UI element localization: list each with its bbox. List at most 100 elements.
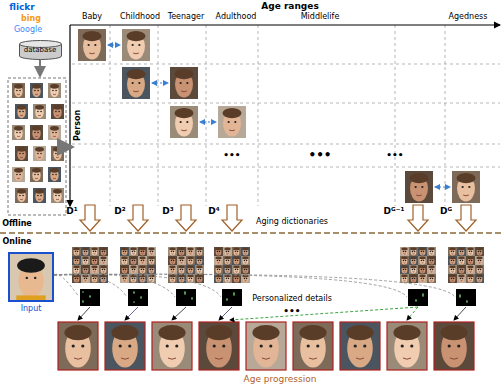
hair <box>14 126 23 131</box>
hair <box>410 275 416 278</box>
face-photo <box>147 265 156 274</box>
face <box>197 257 203 264</box>
face-photo <box>457 274 466 283</box>
dictionary-mosaic <box>214 247 250 283</box>
eye <box>189 251 191 253</box>
eye <box>16 90 18 92</box>
mouth <box>142 253 144 254</box>
face-photo <box>122 29 150 61</box>
hair <box>476 257 482 260</box>
mouth <box>38 157 41 158</box>
detail-dot <box>466 300 467 301</box>
face-photo <box>168 256 177 265</box>
eye <box>471 269 473 271</box>
mouth <box>181 262 183 263</box>
eye <box>55 111 57 113</box>
hair <box>458 248 464 251</box>
face <box>179 266 185 273</box>
label: Offline <box>2 220 32 229</box>
mouth <box>142 280 144 281</box>
mouth <box>413 262 415 263</box>
mouth <box>245 271 247 272</box>
face-photo <box>434 322 474 370</box>
face <box>225 248 231 255</box>
flow-arrow <box>67 146 72 149</box>
eye <box>102 269 104 271</box>
face <box>477 266 483 273</box>
hair <box>458 257 464 260</box>
face-photo <box>387 322 427 370</box>
eye <box>171 260 173 262</box>
mouth <box>450 358 458 359</box>
grid-line <box>158 25 159 206</box>
eye <box>478 251 480 253</box>
mouth <box>215 358 223 359</box>
eye <box>95 269 97 271</box>
hair <box>467 257 473 260</box>
face <box>402 275 408 282</box>
face-photo <box>120 256 129 265</box>
eye <box>84 278 86 280</box>
eye <box>16 174 18 176</box>
eye <box>414 260 416 262</box>
mouth <box>17 178 20 179</box>
face-photo <box>400 274 409 283</box>
mouth <box>218 271 220 272</box>
eye <box>102 251 104 253</box>
eye <box>104 260 106 262</box>
face <box>402 266 408 273</box>
mouth <box>133 253 135 254</box>
mouth <box>151 262 153 263</box>
hair <box>73 257 79 260</box>
face-photo <box>12 167 25 182</box>
eye <box>86 269 88 271</box>
face <box>468 266 474 273</box>
mouth <box>124 271 126 272</box>
hair <box>50 168 59 173</box>
face-photo <box>186 247 195 256</box>
hair <box>14 84 23 89</box>
hollow-arrow <box>456 205 476 231</box>
detail-dot <box>133 292 134 293</box>
hair <box>242 248 248 251</box>
eye <box>72 344 75 347</box>
face-photo <box>15 146 28 161</box>
hair <box>242 257 248 260</box>
eye <box>363 344 366 347</box>
mouth <box>199 262 201 263</box>
hair <box>50 126 59 131</box>
eye <box>405 260 407 262</box>
hair <box>215 248 221 251</box>
hair <box>178 266 184 269</box>
mouth <box>229 130 235 132</box>
face-photo <box>90 256 99 265</box>
mouth <box>461 271 463 272</box>
dictionary-mosaic <box>400 247 436 283</box>
eye <box>478 278 480 280</box>
eye <box>77 260 79 262</box>
eye <box>132 278 134 280</box>
label: Dᴳ <box>440 207 452 217</box>
eye <box>152 251 154 253</box>
mouth <box>56 115 59 116</box>
mouth <box>94 253 96 254</box>
hair <box>174 108 193 118</box>
detail-map <box>80 289 100 306</box>
label: Aging dictionaries <box>256 218 328 227</box>
hair <box>233 266 239 269</box>
face-photo <box>457 247 466 256</box>
eye <box>222 344 225 347</box>
face <box>429 257 435 264</box>
detail-dot <box>184 291 185 292</box>
mouth <box>463 195 469 197</box>
face-photo <box>427 247 436 256</box>
eye <box>189 260 191 262</box>
mouth <box>20 115 23 116</box>
eye <box>86 278 88 280</box>
detail-arrow <box>454 307 466 320</box>
face-photo <box>457 265 466 274</box>
face <box>429 275 435 282</box>
face <box>477 248 483 255</box>
face <box>459 275 465 282</box>
